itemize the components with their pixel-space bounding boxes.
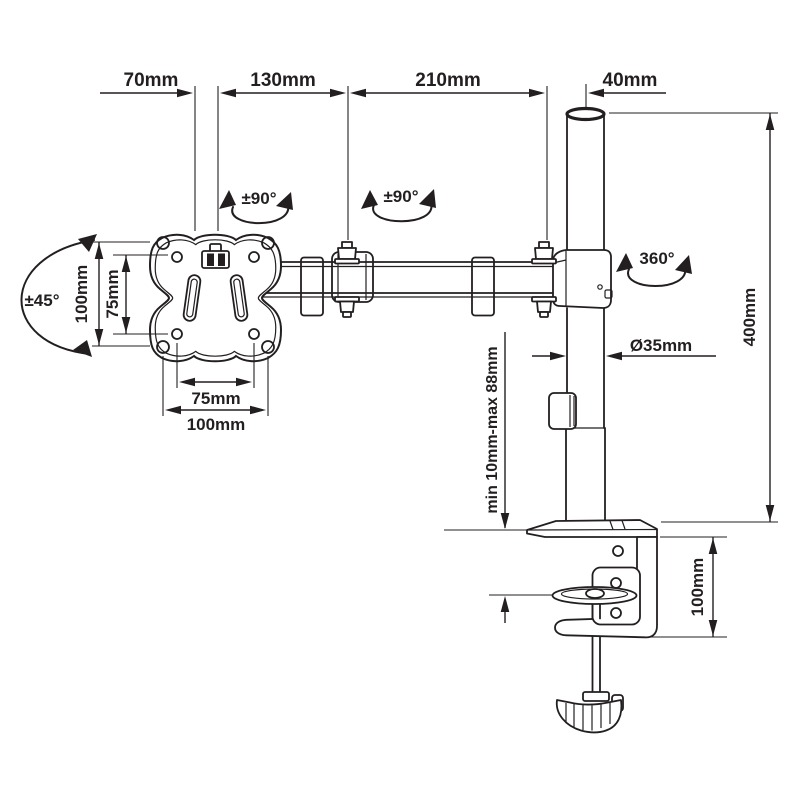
- joint-bolt-1: [334, 241, 360, 318]
- dimension-210mm: 210mm: [350, 70, 545, 98]
- vesa-hole-75-tr: [248, 251, 260, 263]
- arm-swivel-annotation: ±90°: [361, 187, 436, 223]
- pole-top-cap: [565, 106, 606, 122]
- desk-clamp: [526, 519, 658, 734]
- clamp-pad: [551, 586, 638, 605]
- arm-sleeve-right: [471, 256, 495, 317]
- clamp-handle: [555, 691, 624, 734]
- vesa-hole-100-tl: [156, 236, 170, 250]
- vesa-swivel-label: ±90°: [241, 189, 276, 208]
- vesa-hole-100-br: [261, 340, 275, 354]
- pole-joint-bracket: [552, 249, 613, 309]
- dimension-vesa-bottom: 75mm 100mm: [162, 343, 269, 434]
- dimension-40mm: 40mm: [588, 70, 666, 98]
- dim-label-vesa-75h: 75mm: [191, 389, 240, 408]
- vesa-hole-75-tl: [171, 251, 183, 263]
- dim-label-210mm: 210mm: [415, 70, 481, 91]
- clamp-top-plate: [526, 519, 658, 538]
- arm-swivel-label: ±90°: [383, 187, 418, 206]
- vesa-slot-right: [229, 274, 249, 322]
- tilt-rotation-annotation: ±45°: [20, 234, 97, 357]
- quick-release-tab: [201, 243, 230, 269]
- pole-rotation-label: 360°: [639, 249, 674, 268]
- dimension-vesa-left: 100mm 75mm: [72, 241, 168, 347]
- dim-label-vesa-100v: 100mm: [72, 265, 91, 324]
- dimension-clamp-height: 100mm: [650, 536, 727, 638]
- dim-label-clamp-height: 100mm: [688, 558, 707, 617]
- mount-arm: [254, 241, 554, 318]
- dim-label-pole-diameter: Ø35mm: [630, 336, 692, 355]
- clamp-c-bracket: [554, 536, 658, 639]
- dim-label-130mm: 130mm: [250, 70, 316, 91]
- clamp-wall-hole: [612, 545, 624, 557]
- tilt-label: ±45°: [24, 291, 59, 310]
- pole: [548, 106, 606, 522]
- dimension-top-row: 70mm 130mm 210mm 40mm: [100, 70, 666, 240]
- dim-label-40mm: 40mm: [603, 70, 658, 91]
- dim-label-pole-height: 400mm: [740, 288, 759, 347]
- dim-label-vesa-100h: 100mm: [187, 415, 246, 434]
- dimension-130mm: 130mm: [220, 70, 346, 98]
- dim-label-clamp-range: min 10mm-max 88mm: [484, 346, 501, 513]
- vesa-slot-left: [182, 274, 202, 322]
- vesa-plate: [149, 233, 282, 363]
- vesa-hole-100-tr: [261, 236, 275, 250]
- pole-rotation-annotation: 360°: [616, 249, 692, 287]
- vesa-swivel-annotation: ±90°: [219, 189, 293, 225]
- arm-sleeve-left: [300, 256, 324, 317]
- dimension-pole-height: 400mm: [609, 112, 778, 523]
- dimension-70mm: 70mm: [100, 70, 193, 98]
- vesa-hole-75-bl: [171, 328, 183, 340]
- dim-label-vesa-75v: 75mm: [103, 269, 122, 318]
- dimension-clamp-range: min 10mm-max 88mm: [444, 332, 552, 623]
- vesa-hole-100-bl: [156, 340, 170, 354]
- vesa-hole-75-br: [248, 328, 260, 340]
- pole-collar: [548, 392, 577, 430]
- dim-label-70mm: 70mm: [124, 70, 179, 91]
- joint-bolt-2: [531, 241, 557, 318]
- dimension-pole-diameter: Ø35mm: [532, 336, 716, 361]
